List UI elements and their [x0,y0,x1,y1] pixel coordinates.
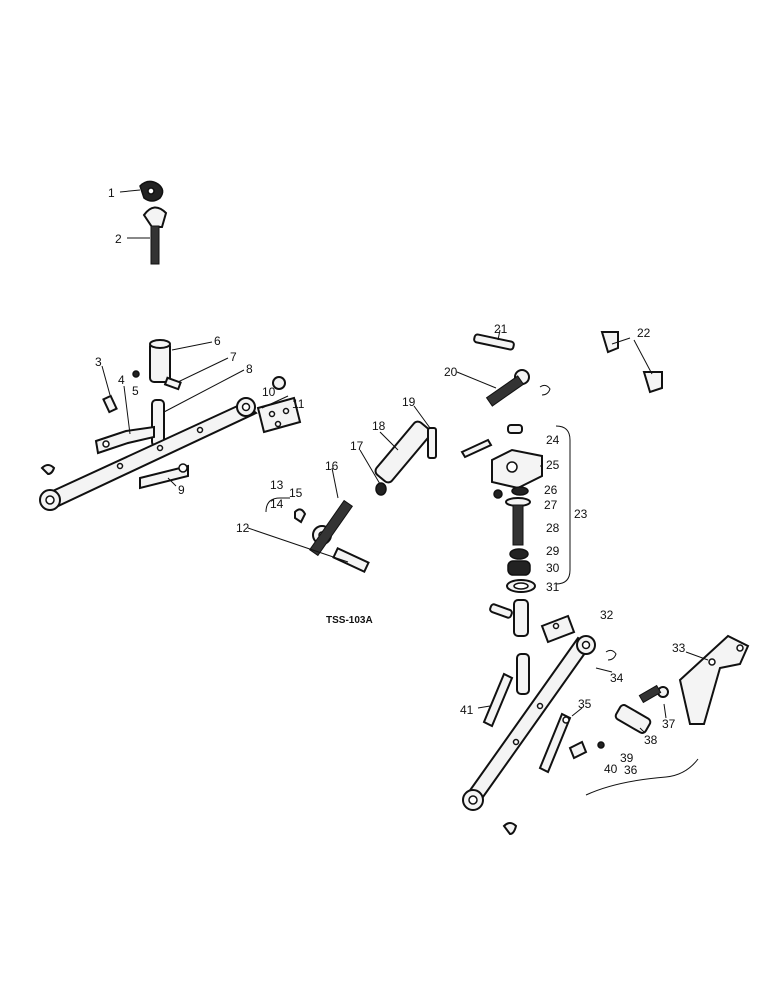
part-28-screw [505,497,531,546]
callout-28: 28 [546,521,560,535]
part-lower-link-left [39,397,258,511]
part-4-bracket [94,425,155,455]
callout-12: 12 [236,521,250,535]
part-21-pin [473,333,515,351]
part-22-brackets [600,331,663,394]
callout-19: 19 [402,395,416,409]
part-26-ring [511,486,529,496]
part-14-15-clip [294,508,307,524]
part-25-housing [491,448,543,490]
part-3-pin [102,394,118,414]
callout-1: 1 [108,186,115,200]
part-2-pin [142,206,168,265]
part-37-eye-bolt [638,684,669,704]
callout-29: 29 [546,544,560,558]
callout-11: 11 [292,397,305,411]
callout-15: 15 [289,486,303,500]
callout-40: 40 [604,762,618,776]
part-9-link [139,463,189,490]
part-8-rod [151,399,165,447]
part-30-spring [507,560,531,576]
clip-20 [539,384,551,396]
callout-16: 16 [325,459,339,473]
callout-35: 35 [578,697,592,711]
callout-8: 8 [246,362,253,376]
part-11-plate [256,396,302,434]
part-24-lever [460,424,523,459]
part-lift-rod-lower [489,599,529,637]
callout-36: 36 [624,763,638,777]
callout-3: 3 [95,355,102,369]
part-6-sleeve [149,339,171,383]
callout-39: 39 [620,751,634,765]
part-16-screw [309,499,353,557]
part-10-ring [272,376,286,390]
callout-31: 31 [546,580,560,594]
drawing-reference: TSS-103A [326,615,373,626]
callout-37: 37 [662,717,676,731]
callout-10: 10 [262,385,276,399]
callout-23: 23 [574,507,588,521]
part-38-sleeve [614,704,652,734]
part-41-link [482,653,530,728]
callout-6: 6 [214,334,221,348]
part-20-eye-screw [485,369,530,407]
callout-34: 34 [610,671,624,685]
part-18-tube [374,420,432,484]
callout-2: 2 [115,232,122,246]
callout-20: 20 [444,365,458,379]
part-12-rod [332,546,370,574]
callout-22: 22 [637,326,651,340]
callout-27: 27 [544,498,558,512]
callout-17: 17 [350,439,364,453]
clip-left [40,464,56,476]
callout-30: 30 [546,561,560,575]
part-34-lower-link-right [462,635,596,811]
callout-4: 4 [118,373,125,387]
part-5-ball [132,370,140,378]
clip-34 [605,649,617,661]
part-1-clip [139,180,164,202]
callout-13: 13 [270,478,284,492]
callout-33: 33 [672,641,686,655]
callout-26: 26 [544,483,558,497]
callout-9: 9 [178,483,185,497]
leader-lines [101,189,709,733]
part-29-nut [509,548,529,560]
callout-5: 5 [132,384,139,398]
clip-bottom [502,822,518,836]
part-7-pin [163,376,182,391]
part-17-nut [375,482,387,496]
bracket-23 [555,425,571,585]
part-39-40-bolt [568,740,605,760]
callout-14: 14 [270,497,284,511]
callout-18: 18 [372,419,386,433]
callout-32: 32 [600,608,614,622]
part-32-plate [540,614,576,644]
part-35-lever [538,712,572,774]
callout-21: 21 [494,322,508,336]
part-19-pin [427,427,437,459]
callout-41: 41 [460,703,474,717]
callout-24: 24 [546,433,560,447]
callout-25: 25 [546,458,560,472]
callout-7: 7 [230,350,237,364]
part-33-bracket [678,634,750,725]
callout-38: 38 [644,733,658,747]
bracket-36 [585,758,699,796]
callouts: 1 2 3 4 5 6 7 8 9 10 11 12 13 14 15 16 1… [95,186,686,777]
part-27-ball [493,489,503,499]
part-31-washer [506,579,536,593]
